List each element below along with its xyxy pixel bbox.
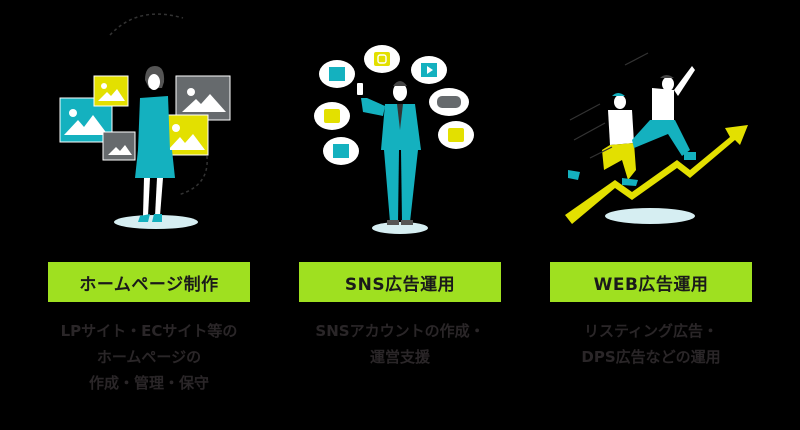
service-card-homepage: ホームページ制作 LPサイト・ECサイト等の ホームページの 作成・管理・保守 — [48, 0, 250, 430]
service-description-homepage: LPサイト・ECサイト等の ホームページの 作成・管理・保守 — [18, 318, 280, 396]
service-title-text: WEB広告運用 — [593, 274, 709, 295]
instagram-bubble-icon — [364, 45, 400, 73]
description-line: ホームページの — [96, 348, 202, 366]
music-bubble-icon — [323, 137, 359, 165]
description-line: 運営支援 — [369, 348, 430, 366]
phone-bubble-icon — [438, 121, 474, 149]
image-bubble-icon — [319, 60, 355, 88]
description-line: 作成・管理・保守 — [88, 374, 209, 392]
game-controller-bubble-icon — [429, 88, 469, 116]
woman-with-image-frames-illustration — [59, 13, 231, 229]
image-frame-icon — [93, 75, 129, 107]
description-line: SNSアカウントの作成・ — [315, 322, 485, 340]
runner-back-figure — [568, 93, 638, 186]
service-title-text: SNS広告運用 — [344, 274, 456, 295]
image-frame-icon — [102, 131, 136, 161]
man-figure — [357, 81, 421, 225]
message-bubble-icon — [314, 102, 350, 130]
service-description-sns: SNSアカウントの作成・ 運営支援 — [269, 318, 531, 370]
description-line: DPS広告などの運用 — [581, 348, 721, 366]
service-description-web-ads: リスティング広告・ DPS広告などの運用 — [520, 318, 782, 370]
image-frame-icon — [175, 75, 231, 121]
service-title-homepage: ホームページ制作 — [48, 262, 250, 302]
play-video-bubble-icon — [411, 56, 447, 84]
runner-front-figure — [632, 66, 696, 160]
service-title-web-ads: WEB広告運用 — [550, 262, 752, 302]
man-with-sns-icons-illustration — [314, 45, 474, 234]
image-frame-icon — [163, 114, 209, 156]
service-title-sns: SNS広告運用 — [299, 262, 501, 302]
service-title-text: ホームページ制作 — [79, 274, 219, 295]
service-card-web-ads: WEB広告運用 リスティング広告・ DPS広告などの運用 — [550, 0, 752, 430]
service-card-sns: SNS広告運用 SNSアカウントの作成・ 運営支援 — [299, 0, 501, 430]
growth-arrow-icon — [565, 125, 748, 224]
description-line: LPサイト・ECサイト等の — [60, 322, 238, 340]
description-line: リスティング広告・ — [583, 322, 719, 340]
men-running-up-growth-arrow-illustration — [565, 52, 748, 224]
woman-figure — [135, 66, 175, 222]
